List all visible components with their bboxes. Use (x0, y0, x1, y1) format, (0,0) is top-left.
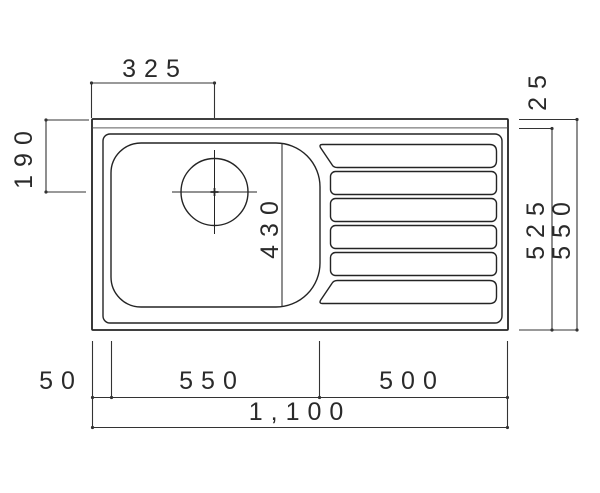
dim-dot (575, 328, 579, 332)
drainboard-rib-5 (329, 251, 498, 277)
dim-label-left-rim-width: 50 (39, 367, 83, 395)
dim-dot (505, 395, 510, 400)
drainboard-rib-4 (329, 224, 498, 250)
dim-dot (44, 190, 48, 194)
bowl-outline (110, 142, 321, 308)
dim-label-back-rim-depth: 25 (524, 67, 552, 111)
drainboard-rib-3 (329, 197, 498, 223)
dim-dot (505, 425, 510, 430)
dim-dot (89, 81, 94, 85)
dim-label-bowl-width: 550 (179, 367, 245, 395)
dim-label-overall-depth: 550 (548, 194, 576, 260)
drainboard-rib-2 (329, 170, 498, 196)
dim-lines-hole-offset-x (90, 82, 216, 118)
dim-dot (575, 117, 579, 122)
sink-outer-outline (91, 118, 509, 331)
dim-dot (44, 118, 48, 122)
drainboard-rib-6 (319, 279, 498, 305)
dim-dot (109, 395, 114, 400)
dim-label-hole-offset-x: 325 (122, 55, 188, 83)
hole-center-mark (210, 188, 219, 196)
drainboard-rib-1 (319, 143, 498, 169)
dim-dot (317, 395, 322, 400)
dim-dot (90, 395, 95, 400)
dim-lines-hole-offset-y (45, 119, 89, 193)
dim-label-inner-depth: 525 (522, 194, 550, 260)
dim-dot (90, 425, 95, 430)
dim-label-bowl-depth: 430 (256, 193, 284, 259)
dim-dot (212, 81, 217, 85)
dim-label-hole-offset-y: 190 (10, 123, 38, 189)
dim-dot (550, 126, 554, 131)
dim-label-drainboard-width: 500 (379, 367, 445, 395)
dim-label-overall-width: 1,100 (249, 398, 352, 426)
dim-dot (550, 328, 554, 332)
inner-recess-outline (102, 133, 503, 324)
